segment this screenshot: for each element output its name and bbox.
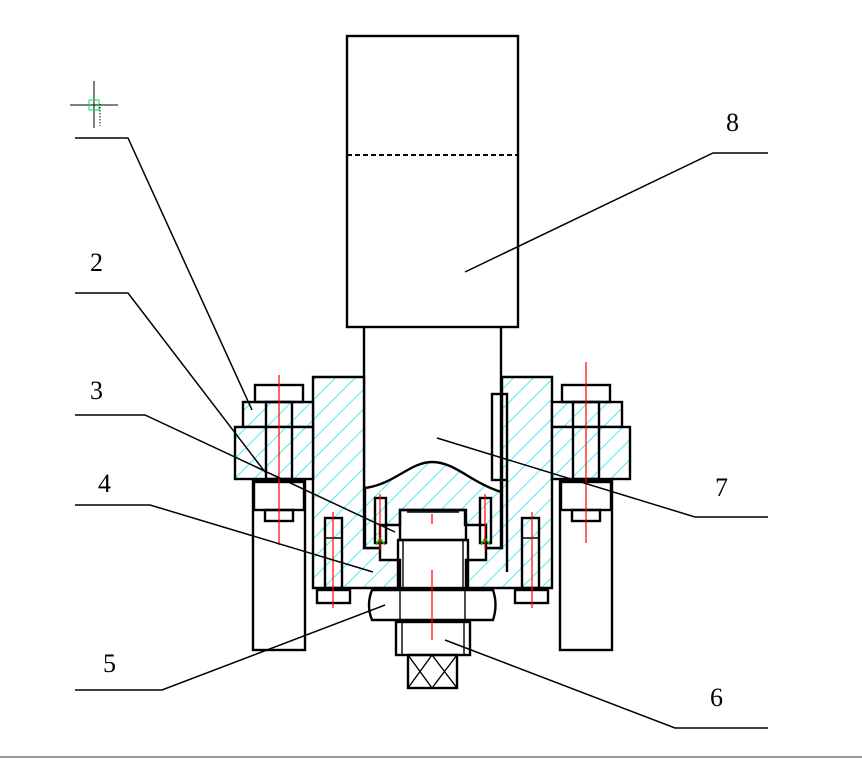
part-label-7: 7: [715, 473, 728, 502]
leader-lines: [75, 137, 768, 729]
leader-3: [75, 414, 396, 533]
leader-4: [75, 504, 374, 573]
hex-nut: [367, 588, 497, 622]
bolt-assembly-right: [550, 383, 632, 652]
centerlines: [278, 362, 587, 640]
leader-1: [75, 137, 253, 411]
bolt-assembly-left: [233, 383, 315, 652]
leader-7: [436, 437, 768, 518]
part-label-4: 4: [98, 469, 111, 498]
part-label-8: 8: [726, 108, 739, 137]
part-label-6: 6: [710, 683, 723, 712]
leader-8: [464, 152, 768, 273]
part-label-2: 2: [90, 248, 103, 277]
drive-shaft-end: [394, 620, 472, 690]
crosshair-cursor-icon: [70, 81, 118, 128]
leader-6: [444, 639, 768, 729]
leader-2: [75, 292, 266, 473]
part-label-3: 3: [90, 376, 103, 405]
leader-5: [75, 604, 386, 691]
part-label-5: 5: [103, 649, 116, 678]
motor-body: [345, 34, 520, 329]
center-bolt: [396, 508, 470, 590]
